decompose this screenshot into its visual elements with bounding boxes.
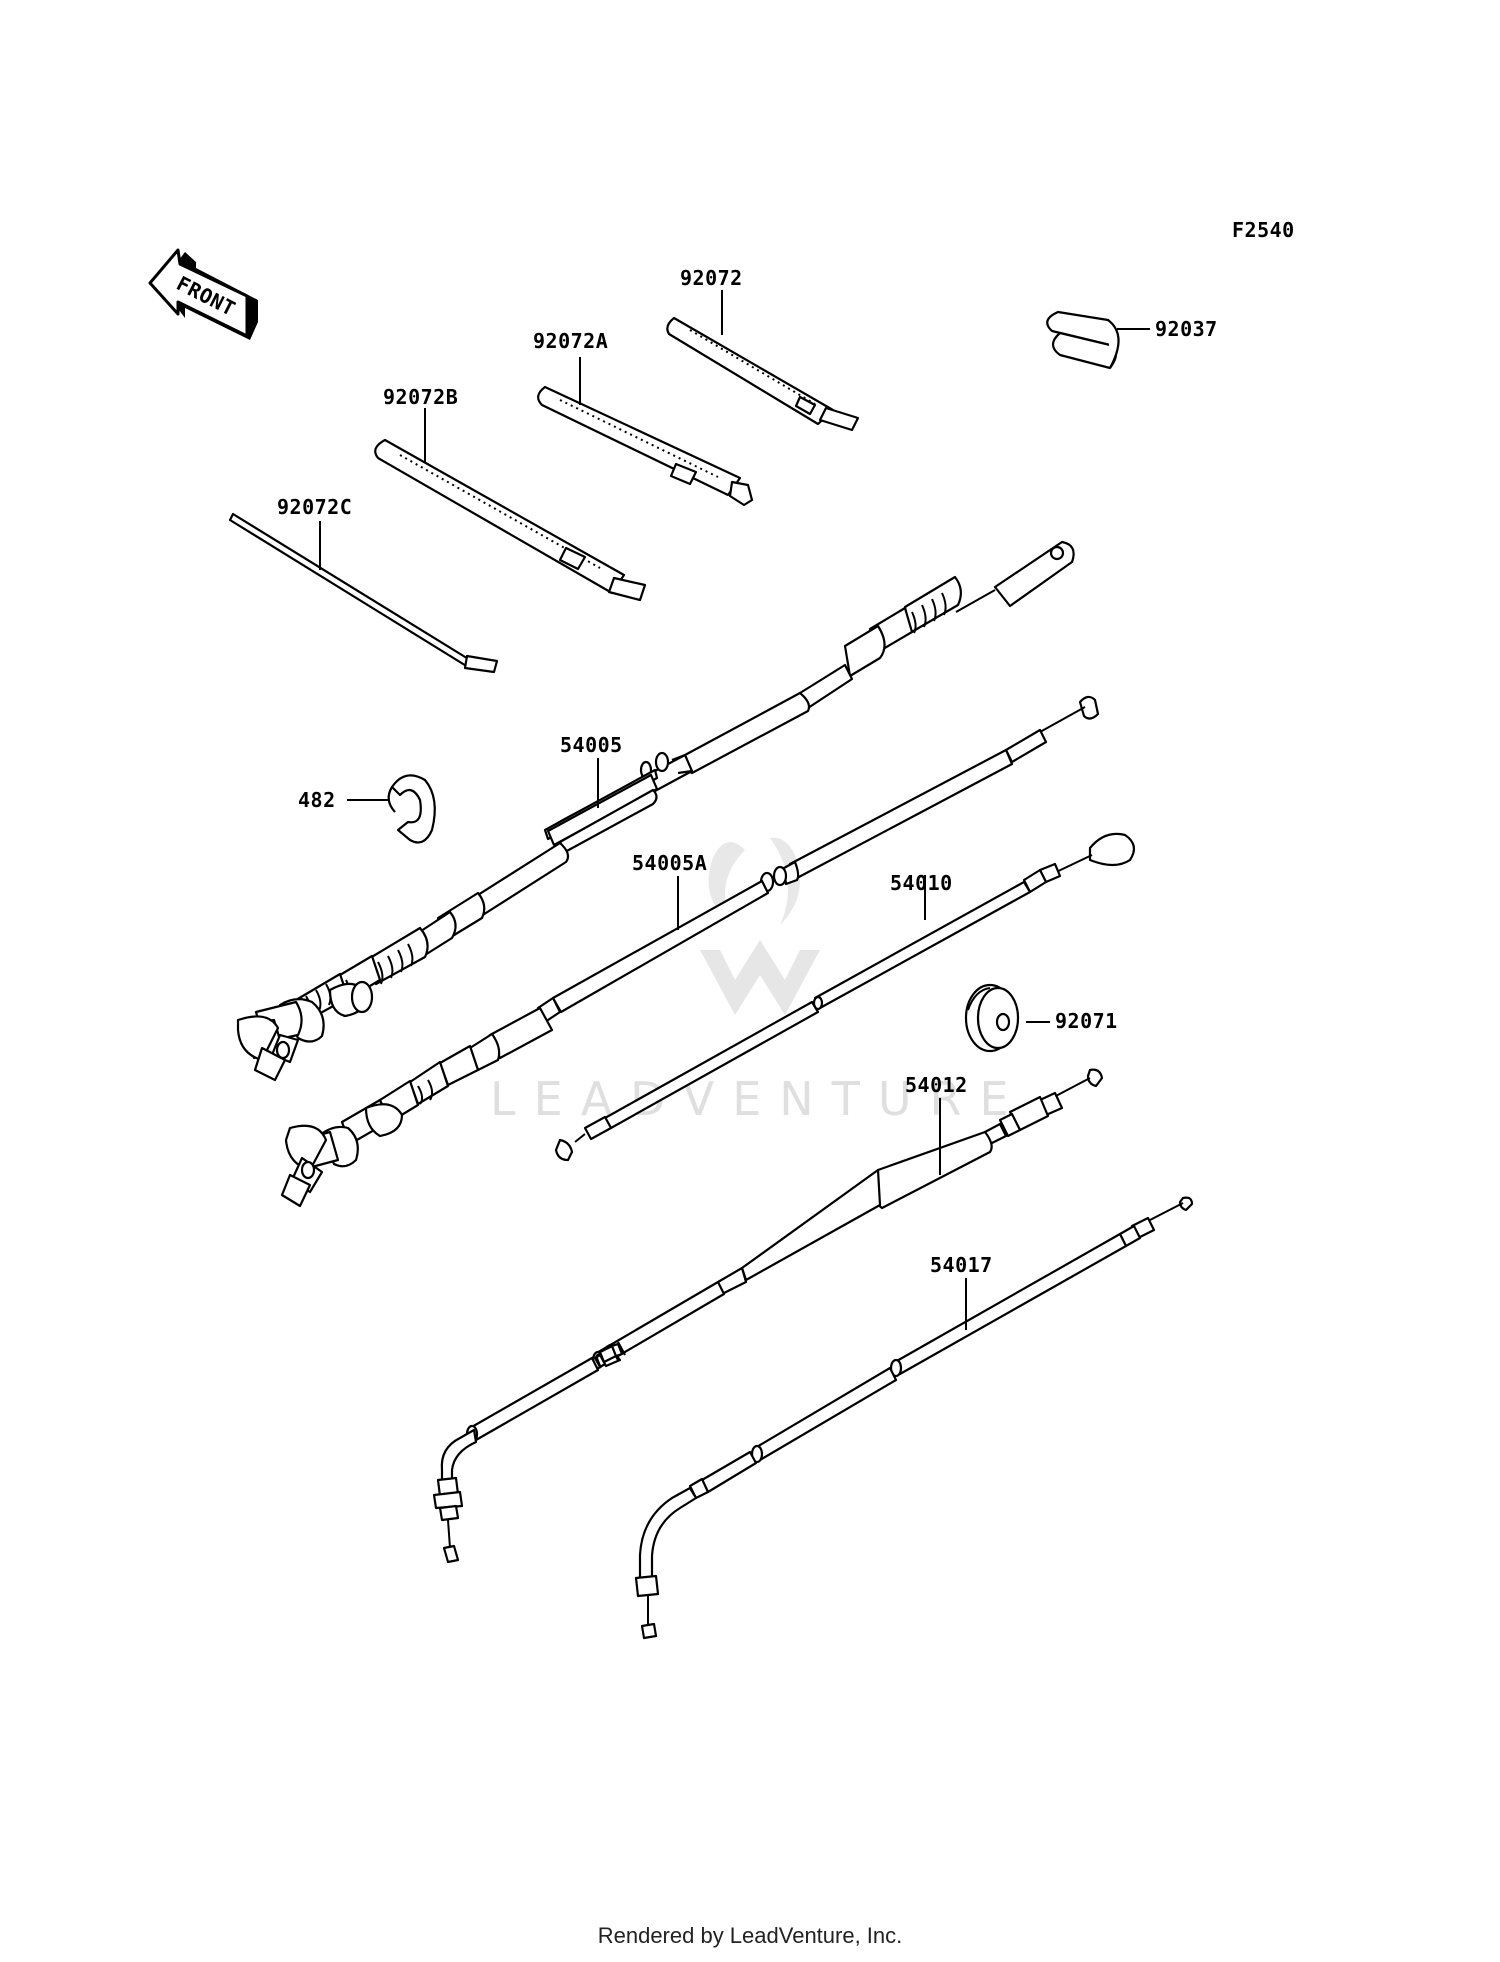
part-92072-strap: 92072 (666, 266, 860, 432)
label-92071: 92071 (1055, 1009, 1118, 1033)
part-54017-cable: 54017 (634, 1196, 1194, 1640)
label-54005A: 54005A (632, 851, 707, 875)
label-482: 482 (298, 788, 336, 812)
label-92072C: 92072C (277, 495, 352, 519)
label-92072: 92072 (680, 266, 743, 290)
label-54012: 54012 (905, 1073, 968, 1097)
part-54005-cable: 54005 (236, 540, 1075, 1082)
part-92072A-strap: 92072A (533, 329, 754, 507)
label-92072B: 92072B (383, 385, 458, 409)
part-54012-cable: 54012 (432, 1068, 1104, 1564)
part-482-clip: 482 (298, 774, 436, 844)
part-92071-grommet: 92071 (964, 983, 1118, 1053)
label-54010: 54010 (890, 871, 953, 895)
part-54005A-cable: 54005A (280, 695, 1100, 1208)
part-92072C-tie: 92072C (228, 495, 499, 674)
leadventure-watermark: LEADVENTURE (490, 837, 1027, 1126)
front-arrow-icon: FRONT (148, 248, 258, 340)
part-92072B-strap: 92072B (374, 385, 647, 602)
watermark-text: LEADVENTURE (490, 1072, 1027, 1126)
label-54017: 54017 (930, 1253, 993, 1277)
footer-credit: Rendered by LeadVenture, Inc. (597, 1923, 903, 1948)
label-92037: 92037 (1155, 317, 1218, 341)
label-54005: 54005 (560, 733, 623, 757)
label-92072A: 92072A (533, 329, 608, 353)
diagram-code: F2540 (1232, 218, 1295, 242)
part-92037-clip: 92037 (1046, 310, 1218, 370)
part-54010-cable: 54010 (554, 832, 1136, 1162)
